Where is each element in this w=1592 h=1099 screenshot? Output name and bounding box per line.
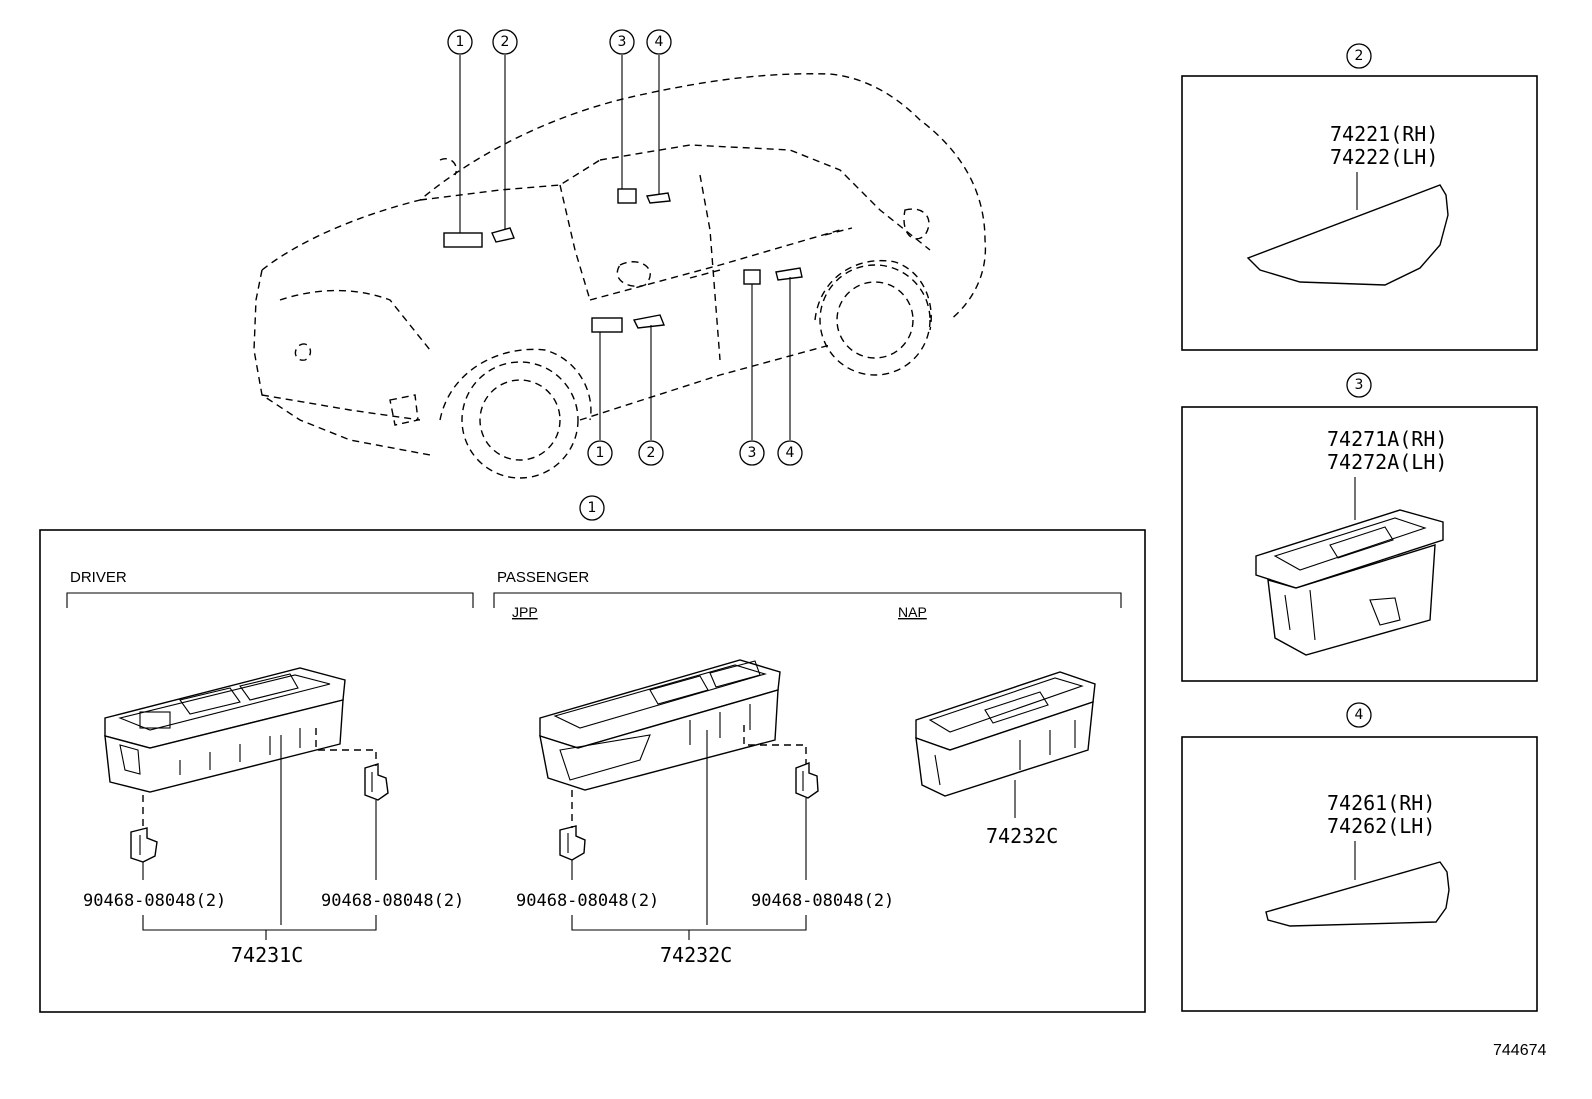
jpp-clip-left-part: 90468-08048(2) — [516, 891, 659, 911]
driver-bracket — [66, 592, 474, 608]
jpp-switch-assembly — [539, 659, 781, 791]
svg-text:4: 4 — [655, 34, 664, 50]
panel-4-bezel — [1265, 861, 1450, 927]
driver-label: DRIVER — [70, 569, 127, 586]
nap-switch-assembly — [915, 671, 1096, 797]
panel-4-part-rh: 74261(RH) — [1327, 791, 1435, 815]
jpp-clip-right-part: 90468-08048(2) — [751, 891, 894, 911]
svg-text:2: 2 — [501, 34, 510, 50]
car-bezel-rear-upper — [645, 192, 671, 204]
svg-text:3: 3 — [748, 445, 757, 461]
panel-3-frame — [1181, 406, 1538, 682]
driver-clip-right — [364, 763, 389, 801]
driver-switch-assembly — [104, 667, 346, 793]
jpp-clip-left — [559, 825, 586, 861]
car-switch-driver-door — [591, 317, 623, 333]
car-bezel-upper — [491, 227, 515, 243]
jpp-clip-right — [795, 761, 819, 799]
callout-1-panel: 1 — [579, 495, 605, 521]
driver-switch-part: 74231C — [231, 943, 303, 967]
svg-text:1: 1 — [456, 34, 465, 50]
vehicle-illustration — [253, 55, 987, 479]
driver-clip-right-part: 90468-08048(2) — [321, 891, 464, 911]
svg-text:4: 4 — [786, 445, 795, 461]
panel-2-part-lh: 74222(LH) — [1330, 145, 1438, 169]
callout-2-top: 2 — [492, 29, 518, 55]
main-panel-frame — [39, 529, 1146, 1013]
callout-3-panel: 3 — [1346, 372, 1372, 398]
nap-switch-part: 74232C — [986, 824, 1058, 848]
svg-text:4: 4 — [1355, 707, 1364, 723]
jpp-label: JPP — [512, 604, 538, 620]
car-bezel-door — [632, 314, 665, 329]
panel-2-frame — [1181, 75, 1538, 351]
svg-text:1: 1 — [596, 445, 605, 461]
nap-label: NAP — [898, 604, 927, 620]
panel-2-bezel — [1246, 184, 1449, 286]
car-switch-rear-door — [743, 269, 761, 285]
car-bezel-rear-door — [775, 267, 803, 281]
callout-4-panel: 4 — [1346, 702, 1372, 728]
passenger-label: PASSENGER — [497, 569, 589, 586]
callout-3-bottom: 3 — [739, 440, 765, 466]
panel-3-part-lh: 74272A(LH) — [1327, 450, 1447, 474]
svg-text:2: 2 — [1355, 48, 1364, 64]
panel-3-switch — [1255, 509, 1444, 656]
driver-clip-left-part: 90468-08048(2) — [83, 891, 226, 911]
callout-1-bottom: 1 — [587, 440, 613, 466]
diagram-number: 744674 — [1493, 1042, 1546, 1059]
callout-2-panel: 2 — [1346, 43, 1372, 69]
driver-clip-left — [130, 827, 158, 863]
callout-4-top: 4 — [646, 29, 672, 55]
svg-text:3: 3 — [1355, 377, 1364, 393]
passenger-bracket — [493, 592, 1122, 608]
panel-4-frame — [1181, 736, 1538, 1012]
callout-4-bottom: 4 — [777, 440, 803, 466]
svg-text:1: 1 — [588, 500, 597, 516]
callout-3-top: 3 — [609, 29, 635, 55]
callout-1-top: 1 — [447, 29, 473, 55]
panel-4-part-lh: 74262(LH) — [1327, 814, 1435, 838]
svg-text:3: 3 — [618, 34, 627, 50]
car-switch-driver-upper — [443, 232, 483, 248]
car-switch-rear-upper — [617, 188, 637, 204]
svg-text:2: 2 — [647, 445, 656, 461]
jpp-switch-part: 74232C — [660, 943, 732, 967]
panel-3-part-rh: 74271A(RH) — [1327, 427, 1447, 451]
callout-2-bottom: 2 — [638, 440, 664, 466]
panel-2-part-rh: 74221(RH) — [1330, 122, 1438, 146]
